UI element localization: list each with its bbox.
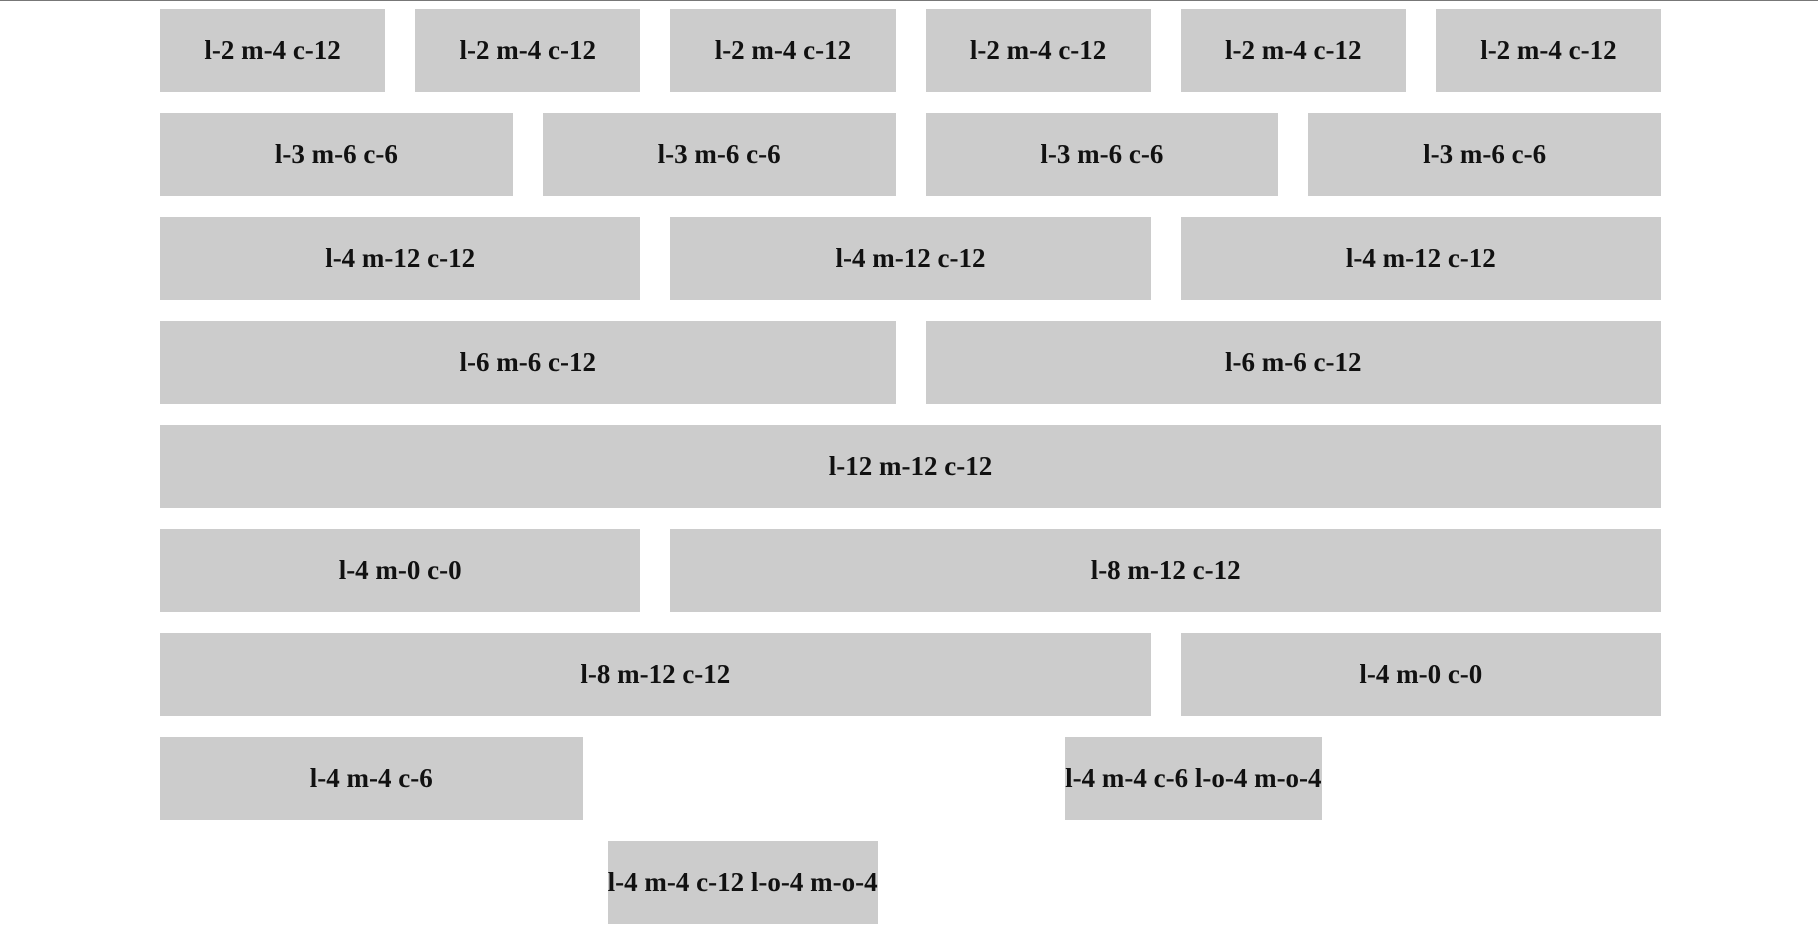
grid-cell: l-6 m-6 c-12 <box>160 321 896 404</box>
grid-container: l-2 m-4 c-12 l-2 m-4 c-12 l-2 m-4 c-12 l… <box>160 9 1661 945</box>
grid-cell: l-2 m-4 c-12 <box>1180 9 1406 92</box>
grid-cell: l-4 m-4 c-6 <box>160 737 583 820</box>
grid-cell: l-3 m-6 c-6 <box>160 113 513 196</box>
grid-cell: l-2 m-4 c-12 <box>160 9 386 92</box>
grid-cell: l-2 m-4 c-12 <box>415 9 641 92</box>
grid-cell: l-4 m-4 c-6 l-o-4 m-o-4 <box>1065 737 1322 820</box>
grid-cell: l-3 m-6 c-6 <box>542 113 896 196</box>
grid-cell: l-8 m-12 c-12 <box>670 529 1661 612</box>
grid-row-2: l-3 m-6 c-6 l-3 m-6 c-6 l-3 m-6 c-6 l-3 … <box>160 113 1661 196</box>
grid-row-4: l-6 m-6 c-12 l-6 m-6 c-12 <box>160 321 1661 404</box>
grid-cell: l-12 m-12 c-12 <box>160 425 1661 508</box>
grid-cell: l-2 m-4 c-12 <box>670 9 896 92</box>
grid-row-6: l-4 m-0 c-0 l-8 m-12 c-12 <box>160 529 1661 612</box>
grid-cell: l-2 m-4 c-12 <box>925 9 1151 92</box>
grid-row-8: l-4 m-4 c-6 l-4 m-4 c-6 l-o-4 m-o-4 <box>160 737 1661 820</box>
grid-cell: l-4 m-0 c-0 <box>1180 633 1661 716</box>
grid-cell: l-3 m-6 c-6 <box>1308 113 1661 196</box>
grid-cell: l-2 m-4 c-12 <box>1435 9 1661 92</box>
grid-cell: l-4 m-0 c-0 <box>160 529 641 612</box>
top-border-line <box>0 0 1818 1</box>
grid-row-5: l-12 m-12 c-12 <box>160 425 1661 508</box>
grid-cell: l-8 m-12 c-12 <box>160 633 1151 716</box>
grid-cell: l-3 m-6 c-6 <box>925 113 1279 196</box>
grid-cell: l-4 m-12 c-12 <box>670 217 1151 300</box>
grid-cell: l-6 m-6 c-12 <box>925 321 1661 404</box>
grid-row-7: l-8 m-12 c-12 l-4 m-0 c-0 <box>160 633 1661 716</box>
grid-cell: l-4 m-12 c-12 <box>1180 217 1661 300</box>
grid-row-9: l-4 m-4 c-12 l-o-4 m-o-4 <box>160 841 1661 924</box>
grid-row-1: l-2 m-4 c-12 l-2 m-4 c-12 l-2 m-4 c-12 l… <box>160 9 1661 92</box>
grid-cell: l-4 m-12 c-12 <box>160 217 641 300</box>
grid-cell: l-4 m-4 c-12 l-o-4 m-o-4 <box>607 841 878 924</box>
grid-row-3: l-4 m-12 c-12 l-4 m-12 c-12 l-4 m-12 c-1… <box>160 217 1661 300</box>
